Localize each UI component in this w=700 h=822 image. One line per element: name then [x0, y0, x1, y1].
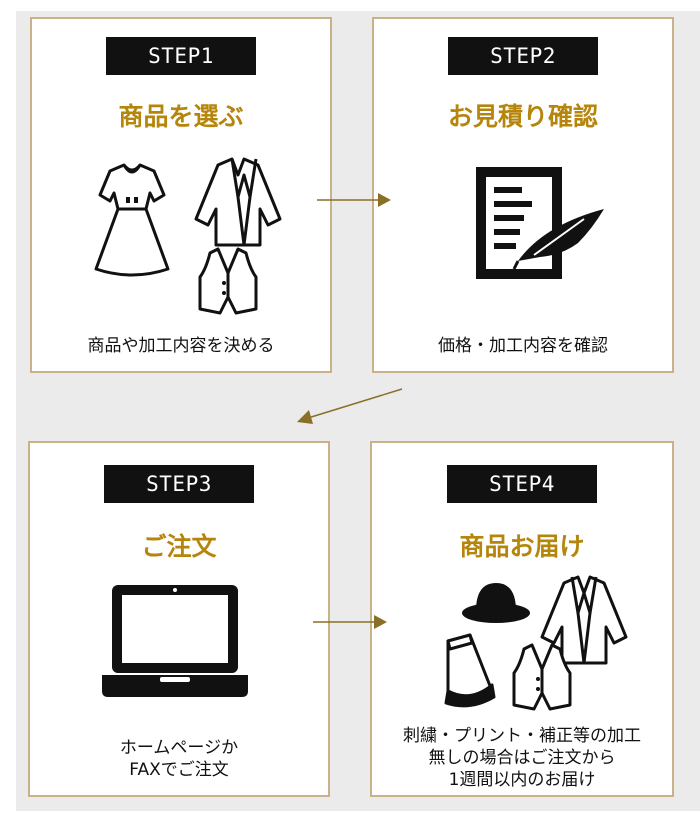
step-badge: STEP1	[106, 37, 256, 75]
step-badge: STEP2	[448, 37, 598, 75]
laptop-icon	[102, 585, 248, 697]
step-card-1: STEP1 商品を選ぶ 商品や加工内容を決める	[30, 17, 332, 373]
delivered-clothing-icon	[444, 575, 628, 711]
step-card-2: STEP2 お見積り確認 価格・加工内容を確認	[372, 17, 674, 373]
step-description: 商品や加工内容を決める	[87, 336, 275, 356]
step-card-3: STEP3 ご注文 ホームページか FAXでご注文	[28, 441, 330, 797]
document-quill-icon	[476, 167, 604, 279]
step-description: 刺繍・プリント・補正等の加工 無しの場合はご注文から 1週間以内のお届け	[403, 726, 641, 790]
step-title: 商品お届け	[459, 532, 585, 561]
clothing-icon	[94, 157, 282, 315]
step-title: お見積り確認	[447, 102, 598, 131]
step-title: ご注文	[141, 532, 217, 561]
step-card-4: STEP4 商品お届け 刺繍・プリント・補正等の加工 無しの場合はご注文から 1…	[370, 441, 674, 797]
step-description: 価格・加工内容を確認	[438, 336, 608, 356]
step-title: 商品を選ぶ	[118, 102, 244, 131]
step-badge: STEP3	[104, 465, 254, 503]
step-badge: STEP4	[447, 465, 597, 503]
step-description: ホームページか FAXでご注文	[119, 738, 239, 780]
